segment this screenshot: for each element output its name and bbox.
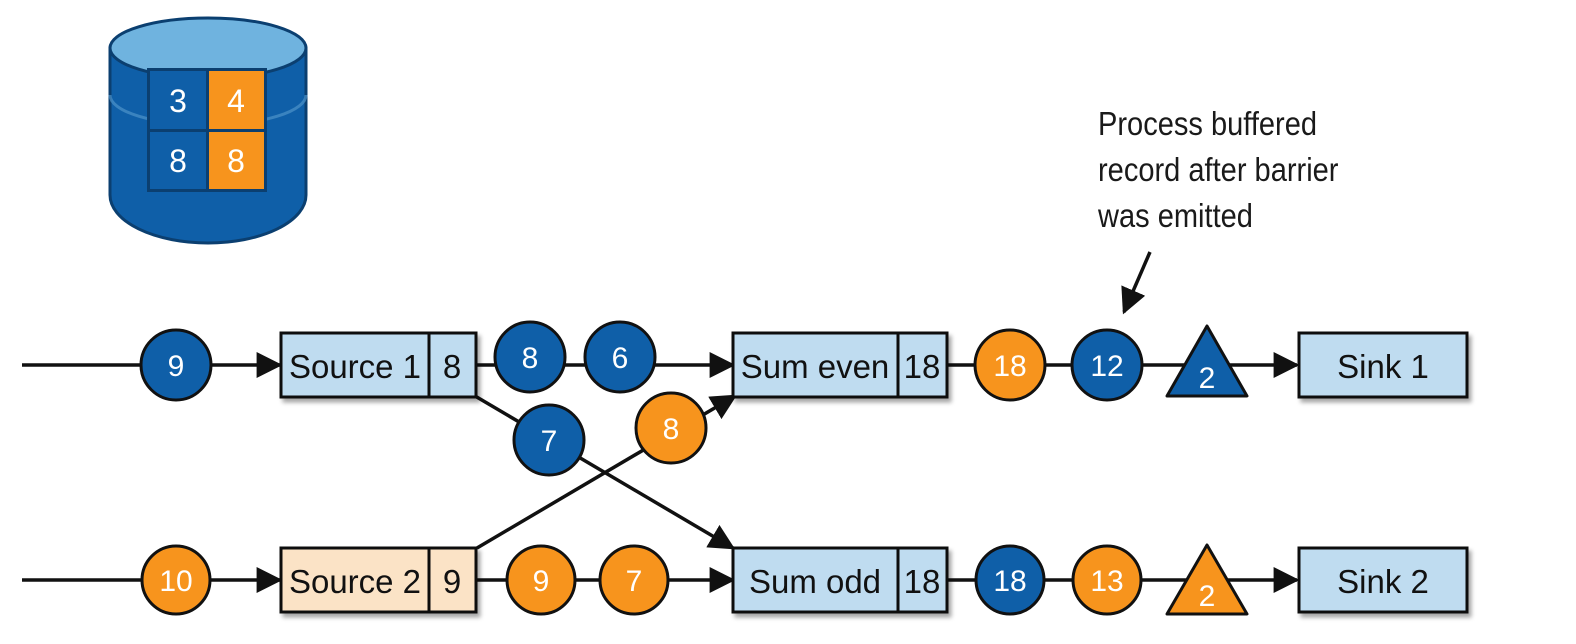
state-cell (150, 71, 206, 129)
record-value: 8 (663, 413, 680, 446)
operator-label: Source 1 (289, 348, 421, 385)
operator-label: Source 2 (289, 563, 421, 600)
operator-sum-odd (731, 546, 949, 614)
operator-state: 18 (904, 348, 941, 385)
record-value: 6 (612, 342, 629, 375)
record-value: 13 (1090, 565, 1123, 598)
record-source1-to-odd: 7 (512, 403, 586, 477)
annotation-text: Process buffered record after barrier wa… (1098, 101, 1380, 239)
record-value: 18 (993, 565, 1026, 598)
annotation-line: Process buffered (1098, 105, 1318, 142)
record-value: 9 (168, 350, 185, 383)
operator-sink-1 (1297, 331, 1469, 399)
operator-source-2 (279, 546, 478, 614)
state-cell-label: 8 (227, 143, 245, 179)
barrier-bottom: 2 (1165, 543, 1249, 616)
operator-state: 9 (443, 563, 461, 600)
state-backend-icon: 3 4 8 8 (108, 16, 308, 245)
annotation-line: record after barrier (1098, 151, 1339, 188)
barrier-value: 2 (1199, 362, 1216, 395)
record-source1-to-even: 6 (583, 320, 657, 394)
operator-label: Sink 2 (1337, 563, 1429, 600)
record-value: 9 (533, 565, 550, 598)
operator-sink-2 (1297, 546, 1469, 614)
annotation-line: was emitted (1098, 197, 1253, 234)
record-value: 10 (159, 565, 192, 598)
record-source2-to-odd: 9 (505, 544, 577, 616)
barrier-value: 2 (1199, 580, 1216, 613)
record-value: 12 (1090, 350, 1123, 383)
record-source1-to-even: 8 (493, 320, 567, 394)
operator-source-1 (279, 331, 478, 399)
operator-state: 8 (443, 348, 461, 385)
state-cell (209, 132, 264, 189)
record-value: 7 (626, 565, 643, 598)
state-cell (209, 71, 264, 129)
record-source2-to-odd: 7 (598, 544, 670, 616)
operator-label: Sink 1 (1337, 348, 1429, 385)
record-even-output: 18 (973, 328, 1047, 402)
state-cell (150, 132, 206, 189)
record-input-1: 9 (139, 328, 213, 402)
record-value: 18 (993, 350, 1026, 383)
state-cell-label: 3 (169, 83, 187, 119)
record-odd-output: 13 (1071, 544, 1143, 616)
record-source2-to-even: 8 (634, 391, 708, 465)
operator-label: Sum even (741, 348, 890, 385)
barrier-top: 2 (1165, 324, 1249, 398)
operator-state: 18 (904, 563, 941, 600)
state-cell-label: 8 (169, 143, 187, 179)
record-even-output: 12 (1070, 328, 1144, 402)
record-value: 8 (522, 342, 539, 375)
annotation-pointer (1121, 251, 1152, 315)
record-input-2: 10 (140, 544, 212, 616)
state-cell-label: 4 (227, 83, 245, 119)
record-odd-output: 18 (974, 544, 1046, 616)
operator-label: Sum odd (749, 563, 881, 600)
operator-sum-even (731, 331, 949, 399)
record-value: 7 (541, 425, 558, 458)
